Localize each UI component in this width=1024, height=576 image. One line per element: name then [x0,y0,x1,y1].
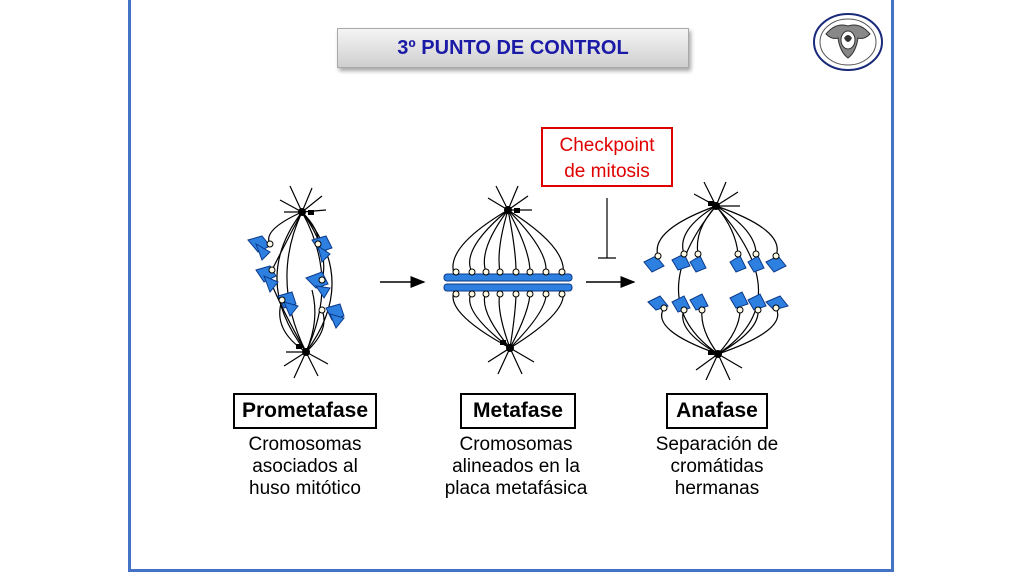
phase-label-anafase: Anafase [666,393,768,429]
metaphase-spindle [443,185,573,375]
phase-label-metafase: Metafase [460,393,576,429]
desc-line: asociados al [252,456,358,477]
desc-line: Separación de [655,434,779,455]
desc-line: Cromosomas [459,434,573,455]
desc-line: alineados en la [452,456,580,477]
phase-desc-prometafase: Cromosomas asociados al huso mitótico [220,434,390,500]
phase-desc-anafase: Separación de cromátidas hermanas [634,434,800,500]
desc-line: huso mitótico [249,478,361,499]
prometaphase-spindle [247,185,345,379]
desc-line: cromátidas [670,456,764,477]
desc-line: placa metafásica [444,478,588,499]
desc-line: hermanas [674,478,760,499]
phase-label-prometafase: Prometafase [233,393,377,429]
checkpoint-line1: Checkpoint [559,135,655,156]
checkpoint-line2: de mitosis [564,161,650,182]
slide-title: 3º PUNTO DE CONTROL [337,28,689,68]
desc-line: Cromosomas [248,434,362,455]
anaphase-spindle [643,181,789,381]
phase-desc-metafase: Cromosomas alineados en la placa metafás… [428,434,604,500]
university-seal-logo [813,13,883,71]
checkpoint-label: Checkpoint de mitosis [541,127,673,187]
